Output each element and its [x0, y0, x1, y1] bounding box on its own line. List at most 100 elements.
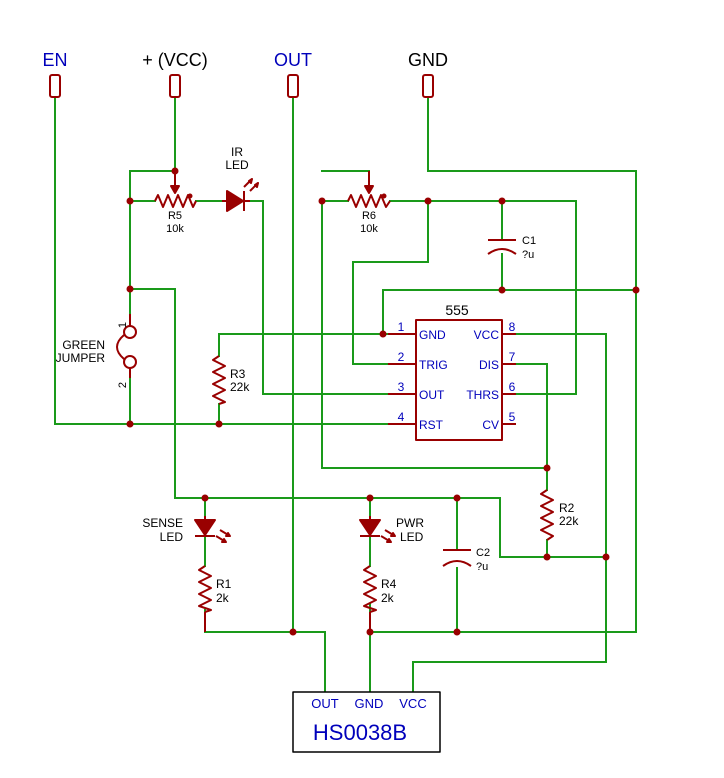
- ic-pin1-num: 1: [398, 320, 405, 334]
- pwr-led-ray-head: [386, 538, 392, 543]
- r6-dot: [381, 193, 387, 199]
- potentiometer-r5: [154, 171, 197, 208]
- ic-pin7-num: 7: [509, 350, 516, 364]
- r5-zigzag: [154, 194, 197, 208]
- ir-led-triangle: [226, 190, 244, 212]
- jumper-pin1-label: 1: [117, 322, 129, 328]
- terminals: EN + (VCC) OUT GND: [42, 50, 448, 98]
- ir-receiver-hs0038b: [292, 691, 441, 753]
- wire-out-to-receiver: [204, 609, 326, 693]
- ir-led-label-1: IR: [231, 145, 243, 159]
- terminal-out-pad: [287, 74, 299, 98]
- pwr-led-label-1: PWR: [396, 516, 424, 530]
- ic-pin8-num: 8: [509, 320, 516, 334]
- r4-zigzag: [363, 565, 377, 613]
- ic-pin2-name: TRIG: [419, 358, 448, 372]
- wire-vcc-left: [129, 170, 176, 202]
- terminal-vcc-pad: [169, 74, 181, 98]
- r5-dot: [187, 193, 193, 199]
- terminal-vcc-label: + (VCC): [142, 50, 208, 70]
- wires: [54, 97, 637, 693]
- ic-pin6-num: 6: [509, 380, 516, 394]
- junction-dot: [632, 286, 640, 294]
- potentiometer-r6: [347, 171, 391, 208]
- r2-name: R2: [559, 501, 575, 515]
- r1-name: R1: [216, 577, 232, 591]
- junction-dot: [215, 420, 223, 428]
- ic-pin7-name: DIS: [479, 358, 499, 372]
- ir-led-label-2: LED: [225, 158, 249, 172]
- ic-pin3-num: 3: [398, 380, 405, 394]
- wire-r6-top: [321, 170, 370, 185]
- ir-led-ray-head: [254, 182, 259, 188]
- sense-led-label-1: SENSE: [142, 516, 183, 530]
- terminal-out-label: OUT: [274, 50, 312, 70]
- junction-dot: [543, 553, 551, 561]
- c2-name: C2: [476, 547, 490, 559]
- receiver-pin-vcc: VCC: [399, 696, 426, 711]
- ic-555-body: [415, 319, 503, 441]
- ic-pin4-num: 4: [398, 410, 405, 424]
- terminal-gnd-label: GND: [408, 50, 448, 70]
- junction-dot: [126, 197, 134, 205]
- sense-led-ray-head: [225, 532, 231, 537]
- r6-value: 10k: [360, 223, 378, 235]
- r4-value: 2k: [381, 591, 395, 605]
- ic-555: [388, 319, 516, 441]
- junction-dot: [453, 628, 461, 636]
- wire-trig: [352, 200, 429, 365]
- ic-555-name: 555: [445, 302, 469, 318]
- wire-r6-left: [321, 200, 548, 469]
- r6-wiper-arrow: [364, 185, 374, 194]
- sense-led: [194, 516, 231, 543]
- r1-value: 2k: [216, 591, 230, 605]
- ic-pin4-name: RST: [419, 418, 444, 432]
- c2-plate-bottom: [442, 560, 472, 567]
- junction-dot: [126, 420, 134, 428]
- c1-name: C1: [522, 235, 536, 247]
- receiver-body: [292, 691, 441, 753]
- r2-zigzag: [540, 489, 554, 541]
- r2-value: 22k: [559, 514, 579, 528]
- junction-dot: [289, 628, 297, 636]
- terminal-en-label: EN: [42, 50, 67, 70]
- ic-pin3-name: OUT: [419, 388, 445, 402]
- receiver-pin-gnd: GND: [355, 696, 384, 711]
- r3-name: R3: [230, 367, 246, 381]
- r1-zigzag: [198, 565, 212, 613]
- junction-dot: [366, 494, 374, 502]
- jumper-pin2-label: 2: [117, 382, 129, 388]
- resistor-r4: [363, 565, 377, 613]
- terminal-gnd-pad: [422, 74, 434, 98]
- pwr-led-triangle: [359, 519, 381, 536]
- ic-pin8-name: VCC: [474, 328, 500, 342]
- receiver-pin-out: OUT: [311, 696, 339, 711]
- r6-name: R6: [362, 210, 376, 222]
- junction-dot: [498, 286, 506, 294]
- pwr-led-ray-head: [390, 532, 396, 537]
- wire-r3-top: [218, 333, 389, 357]
- wire-thrs: [515, 200, 577, 395]
- resistor-r1: [198, 565, 212, 613]
- r3-value: 22k: [230, 380, 250, 394]
- r5-value: 10k: [166, 223, 184, 235]
- jumper-pad-2: [123, 355, 137, 369]
- r5-name: R5: [168, 210, 182, 222]
- c1-plate-bottom: [487, 248, 517, 255]
- ic-pin-labels: 1 GND 2 TRIG 3 OUT 4 RST 5 CV 6 THRS 7 D…: [398, 320, 516, 432]
- sense-led-label-2: LED: [160, 530, 184, 544]
- ic-pin5-num: 5: [509, 410, 516, 424]
- junction-dot: [498, 197, 506, 205]
- wire-irled-out: [249, 200, 389, 395]
- ic-pin6-name: THRS: [466, 388, 499, 402]
- resistor-r3: [212, 355, 226, 405]
- c1-value: ?u: [522, 249, 534, 261]
- junction-dot: [379, 330, 387, 338]
- jumper-bridge: [116, 334, 125, 360]
- ir-led: [222, 178, 259, 212]
- junction-dot: [126, 285, 134, 293]
- junction-dot: [424, 197, 432, 205]
- r5-wiper-arrow: [170, 185, 180, 194]
- junction-dot: [318, 197, 326, 205]
- junction-dot: [543, 464, 551, 472]
